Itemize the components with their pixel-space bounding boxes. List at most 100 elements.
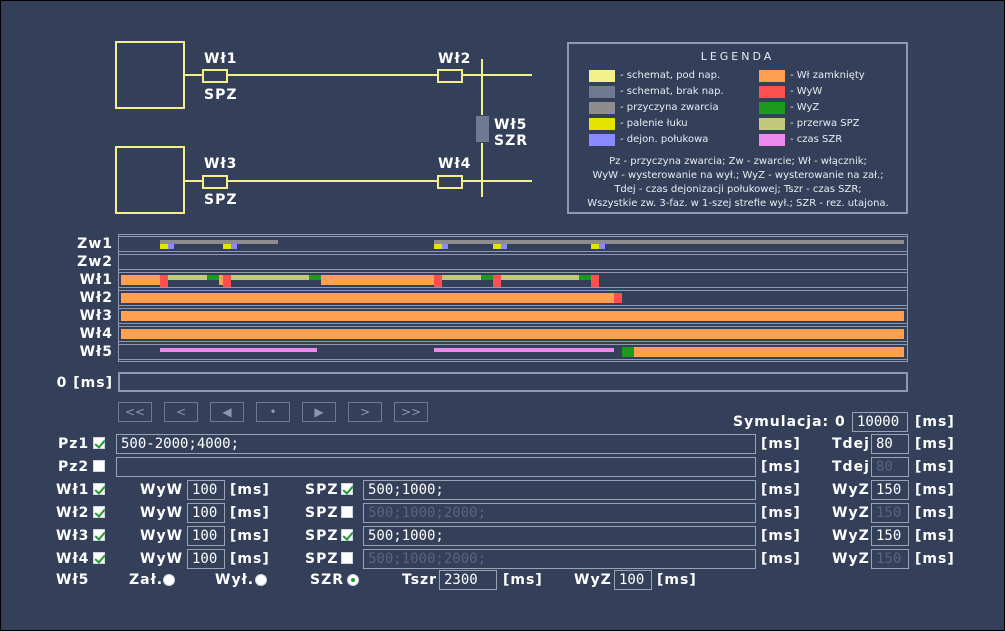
legend-box (567, 42, 908, 214)
wl4-spz-input[interactable]: 500;1000;2000; (363, 549, 756, 569)
timeline-segment (160, 240, 278, 244)
timeline-row-label: Zw2 (77, 254, 113, 270)
wl4-spz-unit: [ms] (761, 551, 801, 567)
breaker-wl3 (202, 175, 228, 189)
nav-back-button[interactable]: ◀ (210, 402, 244, 422)
wl1-row-label: Wł1 (56, 482, 90, 498)
timeline-segment (121, 275, 168, 285)
nav-last-button[interactable]: >> (394, 402, 428, 422)
source-1 (115, 41, 185, 109)
wl3-wyw-input[interactable]: 100 (187, 526, 225, 546)
wl2-wyz-input[interactable]: 150 (871, 503, 909, 523)
legend-note-3: Tdej - czas dejonizacji połukowej; Tszr … (614, 184, 862, 195)
wl1-wyw-unit: [ms] (230, 482, 270, 498)
timeline-segment (434, 348, 615, 352)
nav-next-button[interactable]: > (348, 402, 382, 422)
timeline-segment (222, 275, 231, 287)
wl3-spz-input[interactable]: 500;1000; (363, 526, 756, 546)
legend-swatch (589, 86, 615, 98)
source-2 (115, 146, 185, 214)
timeline-segment (222, 244, 231, 249)
pz2-label: Pz2 (58, 459, 90, 475)
timeline-segment (121, 293, 623, 303)
wl5-zal-radio[interactable] (163, 574, 175, 586)
sim-max-input[interactable]: 10000 (852, 412, 908, 432)
sim-unit: [ms] (915, 414, 955, 430)
nav-first-button[interactable]: << (118, 402, 152, 422)
nav-prev-button[interactable]: < (164, 402, 198, 422)
wl2-spz-label: SPZ (305, 505, 339, 521)
network-diagram (115, 41, 532, 214)
timeline-row-label: Wł4 (79, 326, 113, 342)
wl3-wyz-input[interactable]: 150 (871, 526, 909, 546)
pz2-input[interactable] (116, 457, 756, 477)
wl4-label: Wł4 (438, 156, 472, 172)
timeline-row-label: Zw1 (77, 236, 113, 252)
wl2-spz-input[interactable]: 500;1000;2000; (363, 503, 756, 523)
wl3-wyz-label: WyZ (832, 528, 870, 544)
wl5-wyl-radio[interactable] (255, 574, 267, 586)
pz1-tdej-input[interactable]: 80 (871, 434, 909, 454)
timeline-segment (160, 275, 168, 287)
wl2-spz-checkbox[interactable] (341, 506, 353, 518)
wl1-wyw-input[interactable]: 100 (187, 480, 225, 500)
legend-label: - czas SZR (790, 134, 843, 145)
wl1-checkbox[interactable] (93, 483, 105, 495)
wl4-wyz-input[interactable]: 150 (871, 549, 909, 569)
wl4-spz-checkbox[interactable] (341, 552, 353, 564)
wl5-zal-label: Zał. (129, 572, 164, 588)
timeline-segment (442, 244, 449, 249)
wl5-szr-radio[interactable] (347, 574, 359, 586)
pz2-tdej-input[interactable]: 80 (871, 457, 909, 477)
wl3-wyz-unit: [ms] (915, 528, 955, 544)
wl1-wyz-unit: [ms] (915, 482, 955, 498)
wl2-wyw-label: WyW (140, 505, 184, 521)
timeline-segment (230, 275, 309, 280)
wl1-wyz-input[interactable]: 150 (871, 480, 909, 500)
pz2-tdej-unit: [ms] (915, 459, 955, 475)
wl2-wyz-label: WyZ (832, 505, 870, 521)
timeline-segment (633, 347, 904, 357)
pz1-tdej-label: Tdej (832, 436, 870, 452)
wl3-checkbox[interactable] (93, 529, 105, 541)
timeline-segment (442, 275, 482, 280)
wl4-wyz-label: WyZ (832, 551, 870, 567)
wl3-spz-label: SPZ (305, 528, 339, 544)
wl4-checkbox[interactable] (93, 552, 105, 564)
wl1-spz-checkbox[interactable] (341, 483, 353, 495)
legend-swatch (589, 102, 615, 114)
legend-swatch (589, 70, 615, 82)
nav-stop-button[interactable]: • (256, 402, 290, 422)
pz1-checkbox[interactable] (93, 437, 105, 449)
timeline-segment (167, 275, 208, 280)
wl5-wyz-input[interactable]: 100 (614, 570, 652, 590)
legend-label: - dejon. połukowa (620, 134, 709, 145)
wl2-label: Wł2 (438, 51, 472, 67)
legend-swatch (759, 134, 785, 146)
wl1-spz-label: SPZ (305, 482, 339, 498)
wl5-label: Wł5 (494, 117, 528, 133)
wl1-wyw-label: WyW (140, 482, 184, 498)
timeline-segment (434, 275, 443, 287)
wl2-wyw-input[interactable]: 100 (187, 503, 225, 523)
timeline-segment (590, 275, 599, 287)
wl3-wyw-label: WyW (140, 528, 184, 544)
pz1-input[interactable]: 500-2000;4000; (116, 434, 756, 454)
wl4-wyw-input[interactable]: 100 (187, 549, 225, 569)
time-scrollbar[interactable] (118, 372, 908, 392)
timeline-segment (481, 275, 493, 280)
pz2-checkbox[interactable] (93, 460, 105, 472)
wl3-spz-checkbox[interactable] (341, 529, 353, 541)
timeline-segment (579, 275, 591, 280)
nav-play-button[interactable]: ▶ (302, 402, 336, 422)
timeline-segment (121, 311, 904, 321)
wl5-tszr-input[interactable]: 2300 (439, 570, 497, 590)
wl5-row-label: Wł5 (56, 572, 90, 588)
timeline-segment (207, 275, 219, 280)
legend-label: - palenie łuku (620, 118, 688, 129)
timeline-segment (434, 240, 904, 244)
wl2-checkbox[interactable] (93, 506, 105, 518)
wl1-spz-input[interactable]: 500;1000; (363, 480, 756, 500)
timeline-segment (500, 244, 507, 249)
